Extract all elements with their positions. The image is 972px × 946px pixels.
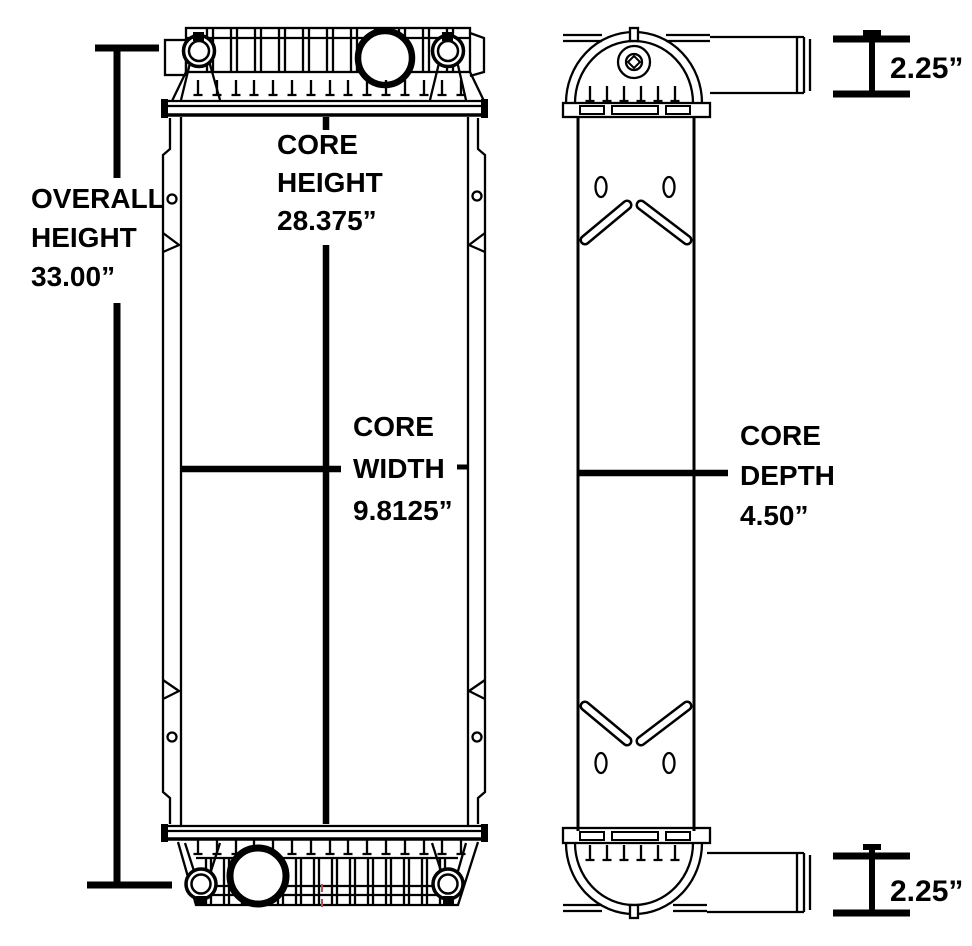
right-bottom-bolt-hole xyxy=(471,731,483,743)
core-height-label: CORE HEIGHT 28.375” xyxy=(277,126,383,240)
left-bottom-bolt-hole xyxy=(166,731,178,743)
lower-right-slot-hole xyxy=(662,751,676,775)
lower-left-slot-hole xyxy=(594,751,608,775)
upper-right-slot-hole xyxy=(662,175,676,199)
core-height-line-2: HEIGHT xyxy=(277,167,383,198)
overall-height-dimension xyxy=(87,44,172,889)
pipe-depth-dimension-top xyxy=(833,30,910,98)
core-depth-line-2: DEPTH xyxy=(740,460,835,491)
core-height-line-3: 28.375” xyxy=(277,205,377,236)
side-top-tank xyxy=(561,26,812,119)
overall-height-line-1: OVERALL xyxy=(31,183,165,214)
right-side-channel xyxy=(476,118,487,824)
front-core xyxy=(161,117,487,826)
left-top-bolt-hole xyxy=(166,193,178,205)
core-width-line-1: CORE xyxy=(353,411,434,442)
bottom-outlet-pipe xyxy=(707,851,812,914)
front-top-tank xyxy=(161,26,488,118)
core-width-dimension xyxy=(182,464,467,473)
outlet-neck xyxy=(226,844,290,908)
overall-height-line-3: 33.00” xyxy=(31,261,116,292)
top-tank-right-tab xyxy=(469,31,486,78)
core-height-line-1: CORE xyxy=(277,129,358,160)
front-view xyxy=(161,26,488,908)
overall-height-line-2: HEIGHT xyxy=(31,222,137,253)
core-width-line-2: WIDTH xyxy=(353,453,445,484)
core-depth-line-1: CORE xyxy=(740,420,821,451)
dimension-lines xyxy=(87,30,910,917)
filler-neck xyxy=(354,27,416,89)
left-side-channel xyxy=(161,118,172,824)
upper-left-slot-hole xyxy=(594,175,608,199)
top-outlet-pipe xyxy=(710,35,812,95)
pipe-depth-top-label: 2.25” xyxy=(890,52,964,85)
core-width-line-3: 9.8125” xyxy=(353,495,453,526)
front-bottom-tank xyxy=(161,824,488,908)
overall-height-label: OVERALL HEIGHT 33.00” xyxy=(31,179,165,296)
core-width-label: CORE WIDTH 9.8125” xyxy=(353,406,453,532)
side-bottom-tank xyxy=(561,826,812,920)
pipe-depth-bottom-label: 2.25” xyxy=(890,875,964,908)
core-depth-line-3: 4.50” xyxy=(740,500,809,531)
right-top-bolt-hole xyxy=(471,190,483,202)
pipe-depth-dimension-bottom xyxy=(833,844,910,917)
core-depth-label: CORE DEPTH 4.50” xyxy=(740,416,835,536)
